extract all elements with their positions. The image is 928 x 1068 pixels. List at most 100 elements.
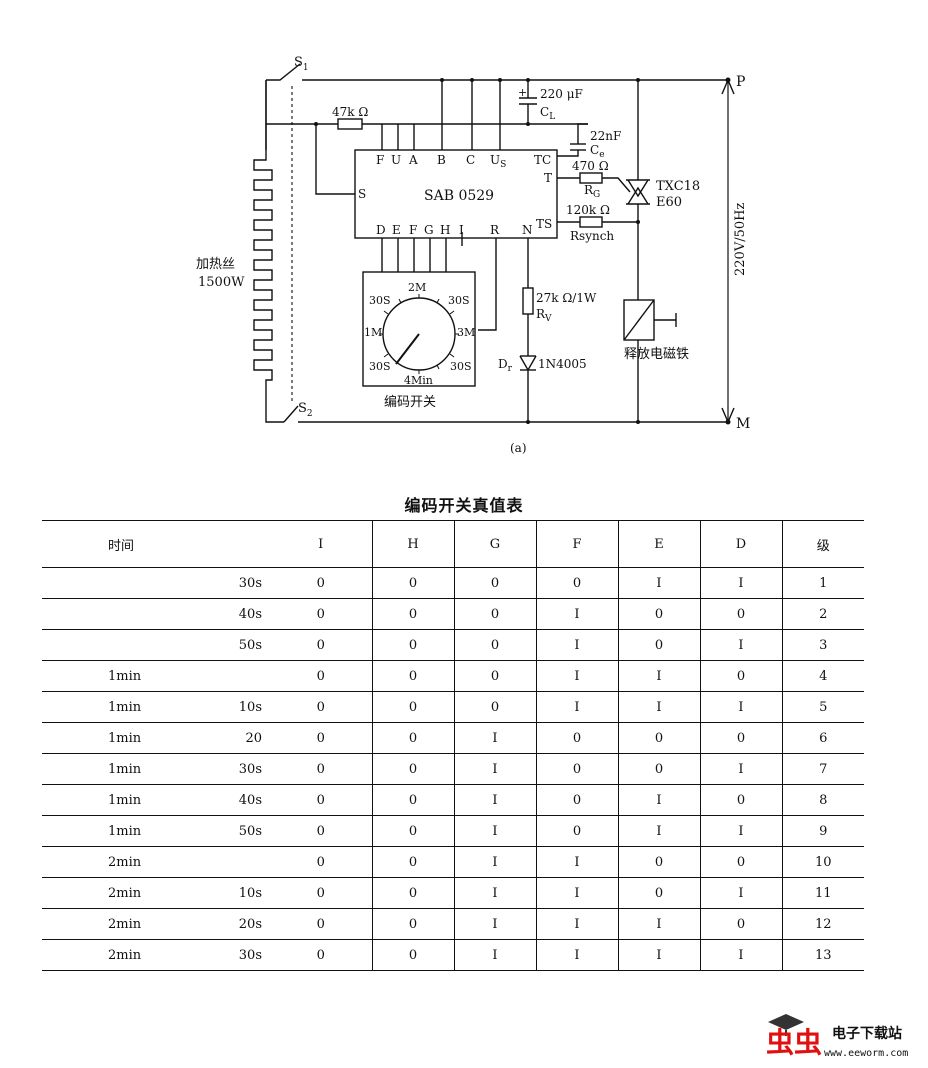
time-sec: 20 <box>182 722 270 754</box>
mains-label: 220V/50Hz <box>733 203 748 276</box>
cell-level: 3 <box>781 629 864 661</box>
cell-h: 0 <box>371 567 454 599</box>
time-sec: 10s <box>182 877 270 909</box>
cell-d: I <box>699 939 782 971</box>
dial-mark-1m: 1M <box>364 326 382 339</box>
dial-mark-30s-ur: 30S <box>448 294 470 307</box>
cap-cl-label: CL <box>540 105 555 122</box>
ic-pin-r: R <box>490 223 500 237</box>
dial-mark-4min: 4Min <box>404 374 433 387</box>
ic-pin-t: T <box>544 171 552 185</box>
header-h: H <box>371 520 454 568</box>
time-min: 2min <box>42 908 182 940</box>
cell-level: 11 <box>781 877 864 909</box>
cell-e: I <box>617 660 700 692</box>
time-sec: 30s <box>182 939 270 971</box>
cell-g: I <box>453 908 536 940</box>
cell-i: 0 <box>270 660 372 692</box>
cell-i: 0 <box>270 846 372 878</box>
ic-pin-b: B <box>437 153 446 167</box>
cell-h: 0 <box>371 629 454 661</box>
cap-ce-label: Ce <box>590 143 605 160</box>
cell-i: 0 <box>270 722 372 754</box>
terminal-m: M <box>736 416 750 432</box>
cell-e: I <box>617 939 700 971</box>
logo-bug-glyph: 虫虫 <box>766 1026 822 1059</box>
ic-pin-f: F <box>376 153 384 167</box>
time-sec <box>182 660 270 692</box>
cell-d: 0 <box>699 598 782 630</box>
cell-i: 0 <box>270 939 372 971</box>
cell-i: 0 <box>270 691 372 723</box>
ic-pin-g: G <box>424 223 434 237</box>
cell-g: 0 <box>453 629 536 661</box>
cell-f: I <box>535 908 618 940</box>
cell-f: I <box>535 939 618 971</box>
cell-g: I <box>453 939 536 971</box>
cell-level: 9 <box>781 815 864 847</box>
cell-h: 0 <box>371 815 454 847</box>
cell-i: 0 <box>270 598 372 630</box>
cell-d: I <box>699 815 782 847</box>
table-title: 编码开关真值表 <box>404 496 524 515</box>
cell-h: 0 <box>371 598 454 630</box>
cell-f: 0 <box>535 567 618 599</box>
cell-g: 0 <box>453 660 536 692</box>
cell-d: I <box>699 691 782 723</box>
s1-label: S1 <box>294 55 309 73</box>
time-sec: 30s <box>182 567 270 599</box>
dial-mark-3m: 3M <box>457 326 475 339</box>
cell-e: 0 <box>617 722 700 754</box>
cell-g: I <box>453 815 536 847</box>
ic-pin-d: D <box>376 223 386 237</box>
cell-h: 0 <box>371 691 454 723</box>
cell-d: 0 <box>699 784 782 816</box>
cell-f: 0 <box>535 784 618 816</box>
cell-level: 12 <box>781 908 864 940</box>
header-d: D <box>699 520 782 568</box>
cell-f: 0 <box>535 815 618 847</box>
magnet-label: 释放电磁铁 <box>624 347 689 362</box>
ic-pin-c: C <box>466 153 475 167</box>
rg-value: 470 Ω <box>572 159 609 173</box>
cell-g: I <box>453 753 536 785</box>
cell-d: 0 <box>699 660 782 692</box>
header-e: E <box>617 520 700 568</box>
dial-mark-30s-lr: 30S <box>450 360 472 373</box>
cell-e: I <box>617 691 700 723</box>
time-sec: 20s <box>182 908 270 940</box>
time-min: 1min <box>42 691 182 723</box>
diode-label: Dr <box>498 357 513 374</box>
cell-h: 0 <box>371 846 454 878</box>
ic-pin-ts: TS <box>536 217 552 231</box>
cell-i: 0 <box>270 567 372 599</box>
cell-d: I <box>699 567 782 599</box>
cell-i: 0 <box>270 753 372 785</box>
cell-f: I <box>535 598 618 630</box>
triac-name: TXC18 <box>656 179 700 194</box>
cell-e: 0 <box>617 846 700 878</box>
cell-level: 10 <box>781 846 864 878</box>
dial-mark-30s-ll: 30S <box>369 360 391 373</box>
ic-pin-a: A <box>408 153 418 167</box>
time-min <box>42 629 182 661</box>
ic-pin-f2: F <box>409 223 417 237</box>
time-sec: 50s <box>182 815 270 847</box>
time-min <box>42 567 182 599</box>
header-f: F <box>535 520 618 568</box>
time-min <box>42 598 182 630</box>
cell-level: 1 <box>781 567 864 599</box>
cell-f: I <box>535 629 618 661</box>
cell-e: 0 <box>617 598 700 630</box>
cell-e: 0 <box>617 753 700 785</box>
terminal-p: P <box>736 74 745 90</box>
header-i: I <box>270 520 372 568</box>
